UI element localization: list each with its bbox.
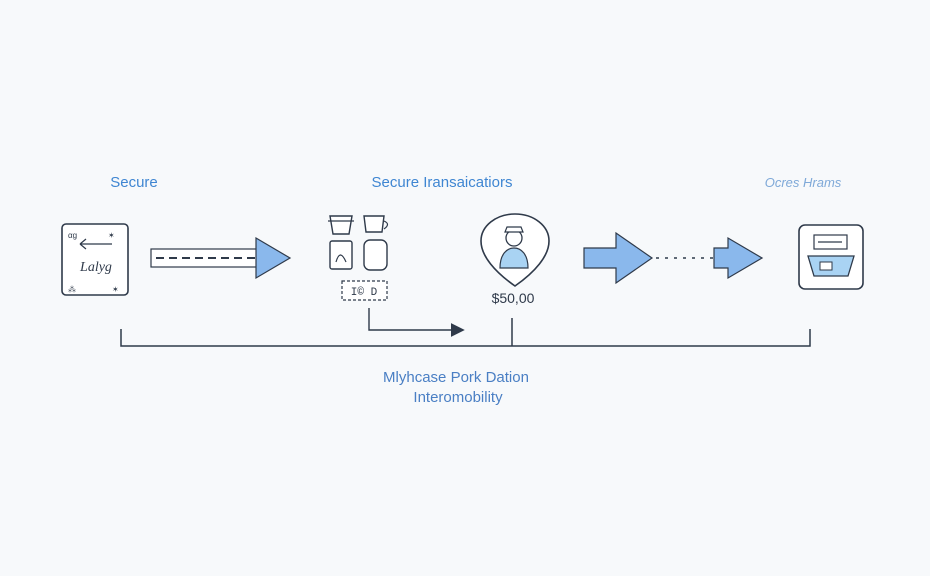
arrow-left-to-middle <box>150 236 292 280</box>
payment-terminal-icon <box>798 224 864 290</box>
caption-line-1: Mlyhcase Pork Dation <box>383 369 529 386</box>
bracket-baseline <box>120 329 811 347</box>
svg-text:✶: ✶ <box>108 231 115 240</box>
document-icon: αg ✶ ⁂ ✶ Lalyg <box>61 223 129 296</box>
person-pin-icon <box>480 213 550 287</box>
right-stage-label: Ocres Hrams <box>764 175 842 190</box>
document-icon-text: Lalyg <box>79 260 112 275</box>
caption-line-2: Interomobility <box>413 389 503 406</box>
left-stage-label: Secure <box>110 174 158 191</box>
svg-text:⁂: ⁂ <box>68 285 76 294</box>
svg-text:αg: αg <box>68 231 77 240</box>
arrow-to-right <box>713 236 764 280</box>
transaction-icons: I© D <box>328 215 389 301</box>
connector-arrow <box>368 308 465 337</box>
middle-stage-label: Secure Iransaicatiors <box>371 174 513 191</box>
person-amount: $50,00 <box>492 290 535 306</box>
svg-text:✶: ✶ <box>112 285 119 294</box>
arrow-middle-right <box>583 231 654 285</box>
receipt-text: I© D <box>351 287 378 299</box>
